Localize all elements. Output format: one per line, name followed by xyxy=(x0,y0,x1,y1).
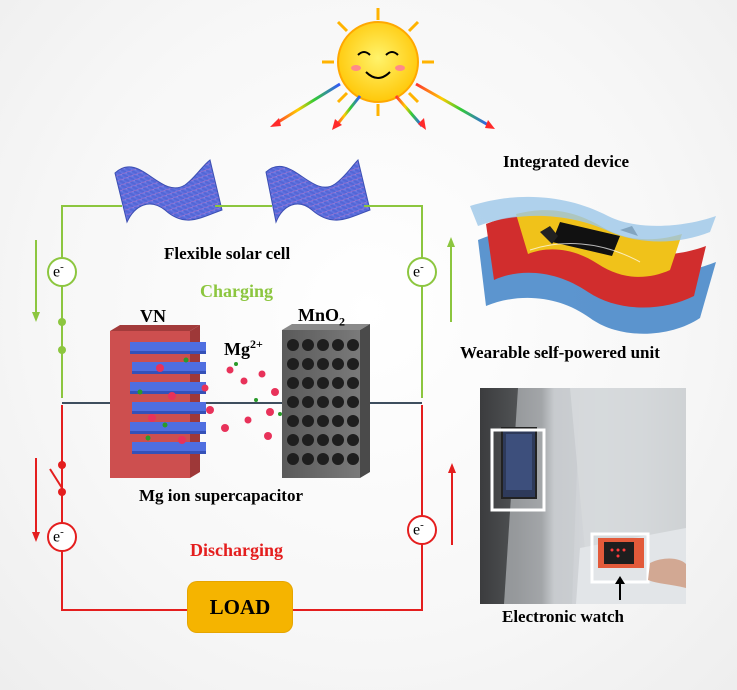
mno2-pore xyxy=(317,415,329,427)
mno2-pore xyxy=(302,339,314,351)
mno2-pore xyxy=(287,358,299,370)
sun-icon xyxy=(322,8,434,116)
mno2-pore xyxy=(287,339,299,351)
mno2-pore xyxy=(317,358,329,370)
mno2-pore xyxy=(332,339,344,351)
electron-discharge-right xyxy=(407,515,437,545)
mno2-pore xyxy=(302,358,314,370)
mno2-pore xyxy=(287,453,299,465)
mno2-pore xyxy=(287,377,299,389)
mg-ion-label: Mg2+ xyxy=(224,337,263,360)
discharging-circuit xyxy=(61,405,423,611)
mno2-label: MnO2 xyxy=(298,305,345,330)
supercapacitor-label: Mg ion supercapacitor xyxy=(139,486,304,505)
mg-sup: 2+ xyxy=(250,337,263,351)
wearable-unit-label: Wearable self-powered unit xyxy=(460,343,660,362)
mno2-pore xyxy=(302,415,314,427)
mno2-pore xyxy=(347,453,359,465)
mno2-pore xyxy=(317,396,329,408)
discharging-label: Discharging xyxy=(190,540,284,560)
mno2-pore xyxy=(287,434,299,446)
charging-label: Charging xyxy=(200,281,274,301)
mno2-pore xyxy=(317,453,329,465)
solar-cell-label: Flexible solar cell xyxy=(164,244,291,263)
mno2-pore xyxy=(347,415,359,427)
switch-icon xyxy=(49,461,66,496)
mno2-pore xyxy=(332,434,344,446)
vn-label: VN xyxy=(140,306,166,326)
electron-label-charge-left: e- xyxy=(53,261,64,281)
mno2-pore xyxy=(287,396,299,408)
mg-ions-green xyxy=(234,362,282,416)
mg-ions xyxy=(201,366,279,440)
rainbow-ray-icon xyxy=(270,82,495,130)
mno2-pore xyxy=(347,377,359,389)
integrated-device-icon xyxy=(470,196,716,334)
mno2-pore xyxy=(332,396,344,408)
mno2-pore xyxy=(347,358,359,370)
mno2-electrode xyxy=(282,324,370,478)
mno2-pore xyxy=(302,434,314,446)
switch-icon xyxy=(58,318,66,354)
mno2-pore xyxy=(347,434,359,446)
mno2-pore xyxy=(332,415,344,427)
integrated-device-label: Integrated device xyxy=(503,152,630,171)
discharge-arrows xyxy=(32,458,456,545)
electron-label-charge-right: e- xyxy=(413,261,424,281)
electron-label-discharge-left: e- xyxy=(53,526,64,546)
mno2-pore xyxy=(302,377,314,389)
mno2-pore xyxy=(317,434,329,446)
electron-charge-left xyxy=(47,257,77,287)
armband-highlight-box xyxy=(490,428,546,512)
mno2-pore xyxy=(317,377,329,389)
solar-panel-icon xyxy=(114,159,371,224)
electron-label-discharge-right: e- xyxy=(413,519,424,539)
mg-base: Mg xyxy=(224,339,250,359)
mno2-base: MnO xyxy=(298,305,340,325)
electron-discharge-left xyxy=(47,522,77,552)
vn-electrode xyxy=(110,325,206,478)
mno2-pore xyxy=(317,339,329,351)
load-label: LOAD xyxy=(209,594,271,619)
mno2-sub: 2 xyxy=(339,314,346,329)
mno2-pore xyxy=(302,453,314,465)
mno2-pore xyxy=(332,377,344,389)
charge-arrows xyxy=(32,237,455,322)
mno2-pore xyxy=(302,396,314,408)
mno2-pore xyxy=(287,415,299,427)
load-box: LOAD xyxy=(188,582,292,632)
mno2-pore xyxy=(332,358,344,370)
wearable-photo xyxy=(480,388,686,604)
electronic-watch-label: Electronic watch xyxy=(502,607,624,626)
mno2-pore xyxy=(347,396,359,408)
electron-charge-right xyxy=(407,257,437,287)
mno2-pore xyxy=(332,453,344,465)
mno2-pore xyxy=(347,339,359,351)
